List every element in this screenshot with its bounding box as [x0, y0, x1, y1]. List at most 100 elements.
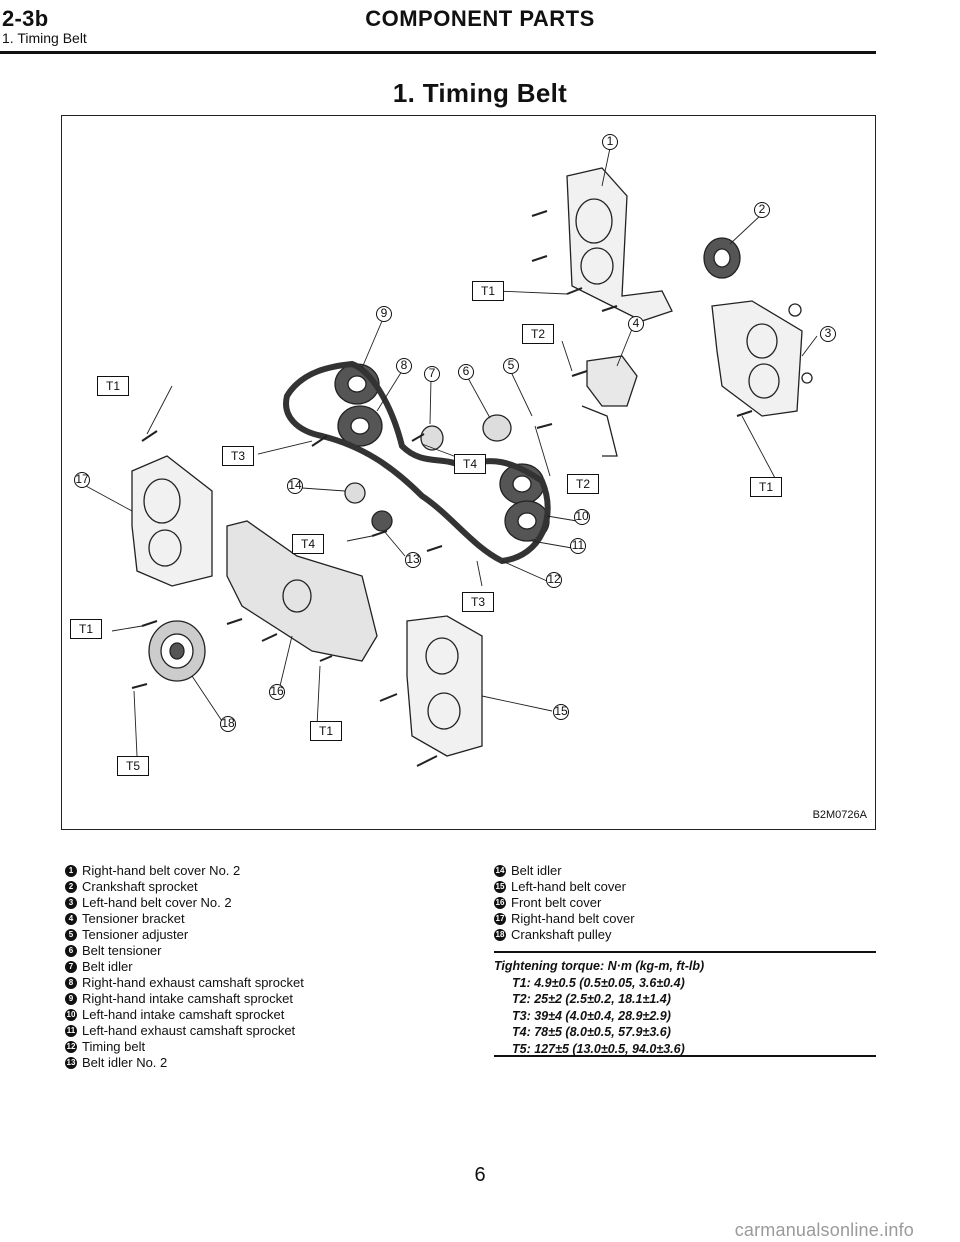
legend-number: 16: [494, 897, 506, 909]
header-rule: [0, 51, 876, 54]
callout-18: 18: [220, 716, 236, 732]
legend-text: Belt tensioner: [82, 943, 162, 958]
torque-label-t1: T1: [472, 281, 505, 301]
legend-number: 13: [65, 1057, 77, 1069]
torque-label-t1: T1: [750, 477, 783, 497]
legend-text: Left-hand belt cover No. 2: [82, 895, 232, 910]
exploded-diagram: 1 2 3 4 5 6 7 8 9 10 11 12 13 14 15 16 1…: [61, 115, 876, 830]
callout-14: 14: [287, 478, 303, 494]
callout-12: 12: [546, 572, 562, 588]
legend-text: Belt idler: [511, 863, 562, 878]
legend-text: Front belt cover: [511, 895, 602, 910]
legend-text: Left-hand exhaust camshaft sprocket: [82, 1023, 296, 1038]
torque-value: T4: 78±5 (8.0±0.5, 57.9±3.6): [512, 1025, 671, 1039]
legend-item: 1 Right-hand belt cover No. 2: [65, 863, 304, 879]
legend-number: 12: [65, 1041, 77, 1053]
legend-text: Tensioner bracket: [82, 911, 185, 926]
diagram-drawing: [85, 147, 818, 767]
legend-number: 5: [65, 929, 77, 941]
callout-15: 15: [553, 704, 569, 720]
torque-label-t4: T4: [292, 534, 325, 554]
legend-text: Right-hand exhaust camshaft sprocket: [82, 975, 304, 990]
torque-heading: Tightening torque: N·m (kg-m, ft-lb): [494, 959, 705, 973]
legend-left: 1 Right-hand belt cover No. 2 2 Crankshaft …: [65, 863, 304, 1071]
legend-text: Belt idler No. 2: [82, 1055, 168, 1070]
legend-number: 15: [494, 881, 506, 893]
callout-6: 6: [458, 364, 474, 380]
legend-item: 4 Tensioner bracket: [65, 911, 304, 927]
legend-item: 15 Left-hand belt cover: [494, 879, 635, 895]
legend-text: Crankshaft pulley: [511, 927, 612, 942]
legend-text: Belt idler: [82, 959, 133, 974]
legend-item: 5 Tensioner adjuster: [65, 927, 304, 943]
legend-text: Left-hand belt cover: [511, 879, 626, 894]
callout-4: 4: [628, 316, 644, 332]
legend-number: 17: [494, 913, 506, 925]
legend-text: Right-hand belt cover: [511, 911, 635, 926]
callout-17: 17: [74, 472, 90, 488]
legend-number: 10: [65, 1009, 77, 1021]
legend-number: 11: [65, 1025, 77, 1037]
callout-7: 7: [424, 366, 440, 382]
legend-number: 1: [65, 865, 77, 877]
page-title: 1. Timing Belt: [392, 78, 568, 108]
legend-item: 9 Right-hand intake camshaft sprocket: [65, 991, 304, 1007]
legend-number: 4: [65, 913, 77, 925]
legend-item: 12 Timing belt: [65, 1039, 304, 1055]
torque-rule-top: [494, 951, 876, 953]
torque-label-t3: T3: [222, 446, 255, 466]
torque-label-t3: T3: [462, 592, 495, 612]
legend-number: 2: [65, 881, 77, 893]
torque-label-t1: T1: [97, 376, 130, 396]
torque-label-t1: T1: [310, 721, 343, 741]
torque-label-t5: T5: [117, 756, 150, 776]
legend-number: 8: [65, 977, 77, 989]
legend-text: Tensioner adjuster: [82, 927, 189, 942]
torque-value: T5: 127±5 (13.0±0.5, 94.0±3.6): [512, 1041, 685, 1056]
callout-1: 1: [602, 134, 618, 150]
torque-specs: Tightening torque: N·m (kg-m, ft-lb) T1:…: [494, 958, 704, 1057]
legend-right: 14 Belt idler 15 Left-hand belt cover 16 Fron…: [494, 863, 635, 943]
legend-item: 13 Belt idler No. 2: [65, 1055, 304, 1071]
callout-16: 16: [269, 684, 285, 700]
figure-code: B2M0726A: [812, 809, 867, 821]
legend-text: Crankshaft sprocket: [82, 879, 198, 894]
section-number: 2-3b: [2, 6, 49, 31]
torque-label-t1: T1: [70, 619, 103, 639]
callout-13: 13: [405, 552, 421, 568]
legend-number: 7: [65, 961, 77, 973]
callout-8: 8: [396, 358, 412, 374]
legend-number: 18: [494, 929, 506, 941]
legend-item: 14 Belt idler: [494, 863, 635, 879]
torque-label-t2: T2: [567, 474, 600, 494]
legend-number: 14: [494, 865, 506, 877]
torque-label-t2: T2: [522, 324, 555, 344]
legend-item: 18 Crankshaft pulley: [494, 927, 635, 943]
watermark: carmanualsonline.info: [734, 1220, 914, 1240]
page-number: 6: [474, 1164, 486, 1186]
legend-item: 11 Left-hand exhaust camshaft sprocket: [65, 1023, 304, 1039]
section-subtitle: 1. Timing Belt: [2, 30, 87, 46]
legend-number: 3: [65, 897, 77, 909]
legend-text: Right-hand intake camshaft sprocket: [82, 991, 293, 1006]
legend-text: Timing belt: [82, 1039, 146, 1054]
legend-text: Right-hand belt cover No. 2: [82, 863, 241, 878]
legend-number: 9: [65, 993, 77, 1005]
callout-11: 11: [570, 538, 586, 554]
legend-item: 2 Crankshaft sprocket: [65, 879, 304, 895]
legend-item: 17 Right-hand belt cover: [494, 911, 635, 927]
torque-rule-bottom: [494, 1055, 876, 1057]
callout-5: 5: [503, 358, 519, 374]
legend-item: 3 Left-hand belt cover No. 2: [65, 895, 304, 911]
legend-text: Left-hand intake camshaft sprocket: [82, 1007, 285, 1022]
legend-item: 7 Belt idler: [65, 959, 304, 975]
legend-number: 6: [65, 945, 77, 957]
callout-2: 2: [754, 202, 770, 218]
legend-item: 16 Front belt cover: [494, 895, 635, 911]
callout-10: 10: [574, 509, 590, 525]
torque-value: T3: 39±4 (4.0±0.4, 28.9±2.9): [512, 1008, 671, 1023]
torque-label-t4: T4: [454, 454, 487, 474]
torque-value: T1: 4.9±0.5 (0.5±0.05, 3.6±0.4): [512, 975, 685, 990]
torque-value: T2: 25±2 (2.5±0.2, 18.1±1.4): [512, 992, 671, 1006]
callout-9: 9: [376, 306, 392, 322]
